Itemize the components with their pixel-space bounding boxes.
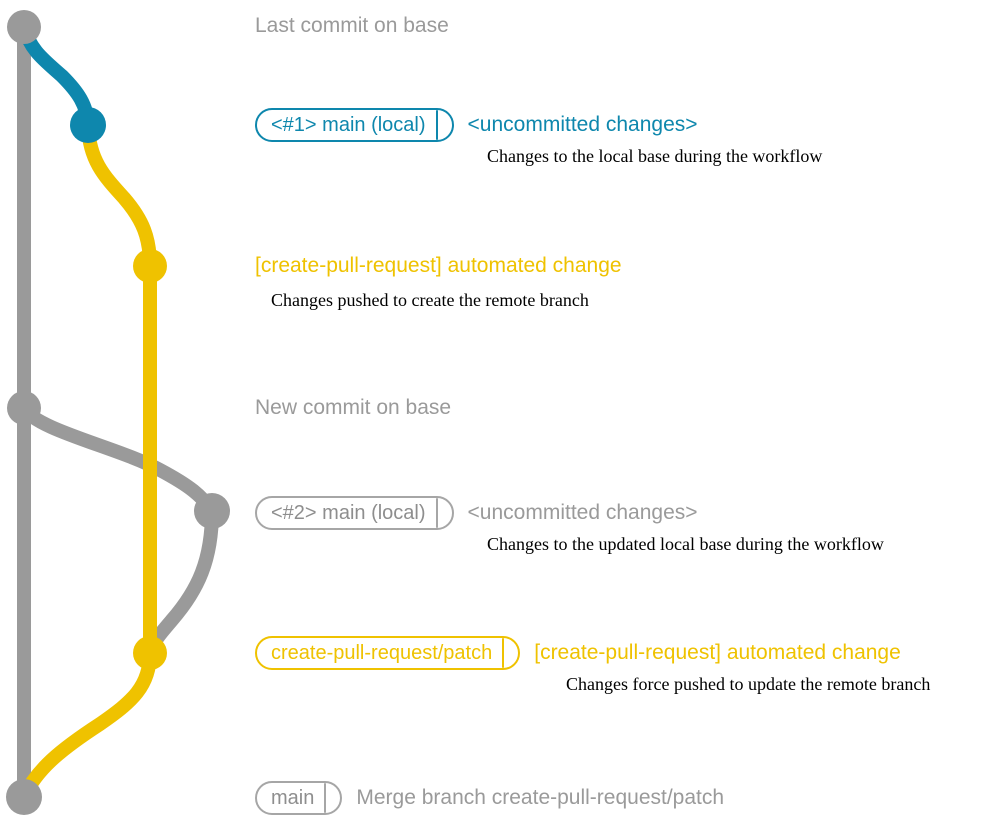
commit-node-new-commit-on-base bbox=[7, 391, 41, 425]
commit-row-merge-commit-main: main Merge branch create-pull-request/pa… bbox=[255, 781, 724, 815]
ref-badge-label: create-pull-request/patch bbox=[271, 642, 493, 664]
ref-badge-main[interactable]: main bbox=[255, 781, 343, 815]
ref-badge-main-local-2[interactable]: <#2> main (local) bbox=[255, 496, 454, 530]
commit-node-last-commit-on-base bbox=[7, 10, 41, 44]
commit-subject: Last commit on base bbox=[255, 14, 449, 37]
ref-badge-divider bbox=[435, 498, 438, 528]
ref-badge-divider bbox=[502, 638, 505, 668]
commit-row-remote-commit-2: create-pull-request/patch [create-pull-r… bbox=[255, 636, 901, 670]
ref-badge-label: <#1> main (local) bbox=[271, 114, 426, 136]
ref-badge-main-local-1[interactable]: <#1> main (local) bbox=[255, 108, 454, 142]
commit-subject: [create-pull-request] automated change bbox=[255, 254, 622, 277]
commit-subject: [create-pull-request] automated change bbox=[534, 641, 901, 664]
commit-node-local-commit-2 bbox=[194, 493, 230, 529]
ref-badge-divider bbox=[435, 110, 438, 140]
commit-row-new-commit-on-base: New commit on base bbox=[255, 396, 451, 420]
commit-note-remote-commit-1: Changes pushed to create the remote bran… bbox=[271, 290, 589, 310]
ref-badge-label: <#2> main (local) bbox=[271, 502, 426, 524]
commit-node-remote-commit-2 bbox=[133, 636, 167, 670]
ref-badge-divider bbox=[324, 783, 327, 813]
edge-remote-2-to-merge bbox=[17, 646, 157, 804]
commit-node-remote-commit-1 bbox=[133, 249, 167, 283]
commit-note-remote-commit-2: Changes force pushed to update the remot… bbox=[566, 674, 931, 694]
commit-row-local-commit-2: <#2> main (local) <uncommitted changes> bbox=[255, 496, 698, 530]
commit-node-merge-commit-main bbox=[6, 779, 42, 815]
commit-row-last-commit-on-base: Last commit on base bbox=[255, 14, 449, 38]
ref-badge-label: main bbox=[271, 787, 315, 809]
commit-subject: <uncommitted changes> bbox=[467, 501, 698, 524]
commit-note-local-commit-2: Changes to the updated local base during… bbox=[487, 534, 884, 554]
commit-subject: <uncommitted changes> bbox=[467, 113, 698, 136]
commit-note-local-commit-1: Changes to the local base during the wor… bbox=[487, 146, 823, 166]
commit-node-local-commit-1 bbox=[70, 107, 106, 143]
commit-subject: New commit on base bbox=[255, 396, 452, 419]
commit-row-local-commit-1: <#1> main (local) <uncommitted changes> bbox=[255, 108, 698, 142]
commit-subject: Merge branch create-pull-request/patch bbox=[356, 786, 725, 809]
commit-row-remote-commit-1: [create-pull-request] automated change bbox=[255, 254, 622, 278]
ref-badge-create-pull-request-patch[interactable]: create-pull-request/patch bbox=[255, 636, 521, 670]
edge-local-1-to-remote-1 bbox=[81, 118, 157, 273]
